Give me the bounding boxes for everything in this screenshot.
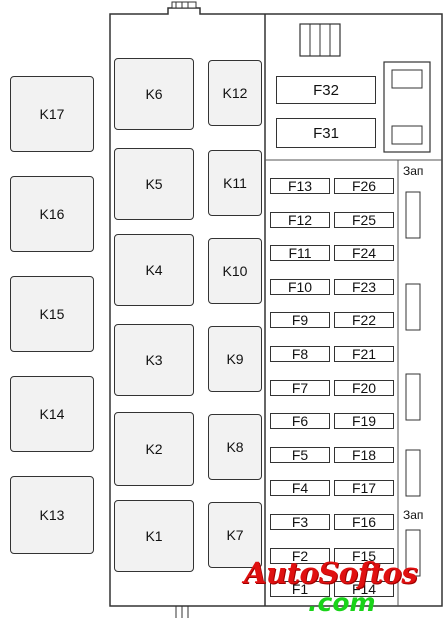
fuse-label: F11 [288, 245, 312, 261]
relay-label: K1 [145, 528, 163, 544]
fuse-label: F15 [351, 548, 377, 564]
relay-label: K2 [145, 441, 163, 457]
fuse-label: F8 [291, 346, 309, 362]
relay-k7: K7 [208, 502, 262, 568]
relay-label: K4 [145, 262, 163, 278]
fuse-label: F9 [291, 312, 309, 328]
relay-k13: K13 [10, 476, 94, 554]
watermark-name: AutoSoftos [244, 556, 418, 590]
fuse-f17: F17 [334, 480, 394, 496]
fuse-f32: F32 [276, 76, 376, 104]
fuse-f21: F21 [334, 346, 394, 362]
relay-label: K15 [39, 306, 65, 322]
fuse-label: F13 [287, 178, 313, 194]
fuse-label: F17 [351, 480, 377, 496]
fuse-label: F4 [291, 480, 309, 496]
spare-label-bottom: Зап [403, 508, 424, 522]
fuse-f12: F12 [270, 212, 330, 228]
fuse-label: F20 [351, 380, 377, 396]
fuse-label: F22 [351, 312, 377, 328]
relay-k14: K14 [10, 376, 94, 452]
fuse-label: F26 [351, 178, 377, 194]
fuse-label: F23 [351, 279, 377, 295]
relay-k6: K6 [114, 58, 194, 130]
fuse-f7: F7 [270, 380, 330, 396]
fuse-label: F19 [351, 413, 377, 429]
fuse-label: F5 [291, 447, 309, 463]
relay-k10: K10 [208, 238, 262, 304]
relay-label: K7 [226, 527, 244, 543]
fuse-f24: F24 [334, 245, 394, 261]
fuse-f14: F14 [334, 581, 394, 597]
fuse-f25: F25 [334, 212, 394, 228]
fuse-f15: F15 [334, 548, 394, 564]
relay-k2: K2 [114, 412, 194, 486]
fuse-label: F31 [313, 124, 339, 142]
fuse-f9: F9 [270, 312, 330, 328]
relay-label: K6 [145, 86, 163, 102]
relay-label: K3 [145, 352, 163, 368]
fuse-f23: F23 [334, 279, 394, 295]
fuse-f3: F3 [270, 514, 330, 530]
fuse-f22: F22 [334, 312, 394, 328]
relay-label: K14 [39, 406, 65, 422]
relay-k8: K8 [208, 414, 262, 480]
relay-k12: K12 [208, 60, 262, 126]
relay-k17: K17 [10, 76, 94, 152]
relay-label: K5 [145, 176, 163, 192]
relay-k11: K11 [208, 150, 262, 216]
fuse-f16: F16 [334, 514, 394, 530]
relay-k4: K4 [114, 234, 194, 306]
fuse-f11: F11 [270, 245, 330, 261]
relay-label: K16 [39, 206, 65, 222]
fuse-f2: F2 [270, 548, 330, 564]
fuse-f18: F18 [334, 447, 394, 463]
fuse-label: F32 [313, 81, 339, 99]
fuse-label: F24 [351, 245, 377, 261]
fuse-label: F1 [291, 581, 309, 597]
relay-label: K8 [226, 439, 244, 455]
fuse-f5: F5 [270, 447, 330, 463]
relay-k16: K16 [10, 176, 94, 252]
fuse-label: F3 [291, 514, 309, 530]
relay-label: K10 [222, 263, 248, 279]
relay-k15: K15 [10, 276, 94, 352]
fuse-f19: F19 [334, 413, 394, 429]
relay-label: K9 [226, 351, 244, 367]
relay-k5: K5 [114, 148, 194, 220]
relay-k9: K9 [208, 326, 262, 392]
fuse-f8: F8 [270, 346, 330, 362]
fuse-f10: F10 [270, 279, 330, 295]
relay-label: K11 [223, 175, 247, 191]
fuse-label: F18 [351, 447, 377, 463]
fuse-f31: F31 [276, 118, 376, 148]
relay-label: K17 [39, 106, 65, 122]
fuse-label: F14 [351, 581, 377, 597]
large-fuse-holder [383, 61, 431, 153]
fuse-label: F12 [287, 212, 313, 228]
top-clip [171, 1, 197, 9]
fuse-label: F10 [287, 279, 313, 295]
relay-label: K13 [39, 507, 65, 523]
fuse-label: F21 [351, 346, 377, 362]
relay-k3: K3 [114, 324, 194, 396]
spare-label-top: Зап [403, 164, 424, 178]
fuse-f26: F26 [334, 178, 394, 194]
housing-outline [109, 7, 443, 607]
fuse-label: F6 [291, 413, 309, 429]
fuse-f6: F6 [270, 413, 330, 429]
relay-k1: K1 [114, 500, 194, 572]
fuse-label: F2 [291, 548, 309, 564]
fuse-label: F7 [291, 380, 309, 396]
fuse-label: F16 [351, 514, 377, 530]
fuse-f13: F13 [270, 178, 330, 194]
relay-label: K12 [222, 85, 248, 101]
fuse-f4: F4 [270, 480, 330, 496]
watermark-domain: .com [308, 588, 376, 617]
fuse-f1: F1 [270, 581, 330, 597]
fuse-label: F25 [351, 212, 377, 228]
fuse-f20: F20 [334, 380, 394, 396]
